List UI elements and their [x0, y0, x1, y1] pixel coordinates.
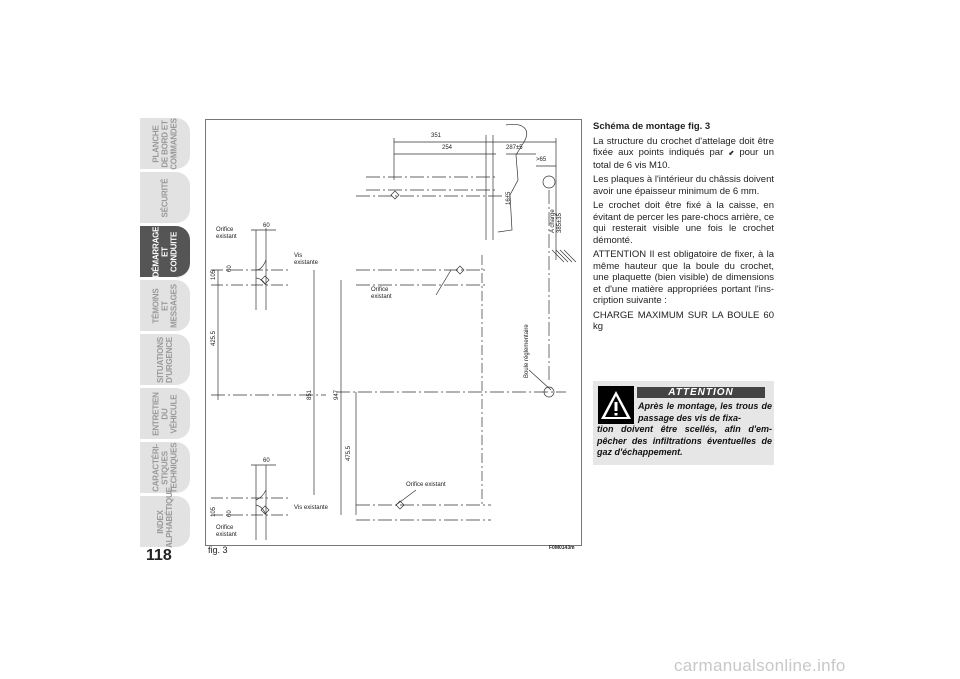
- dim-16: 16±5: [506, 191, 512, 205]
- paragraph-1: La structure du crochet d'attelage doit …: [593, 135, 775, 171]
- label-boule: Boule réglementaire: [524, 324, 530, 378]
- warning-heading: ATTENTION: [637, 387, 765, 398]
- paragraph-3: Le crochet doit être fixé à la caisse, e…: [593, 200, 774, 246]
- watermark: carmanualsonline.info: [674, 656, 846, 675]
- dim-475: 475.5: [346, 445, 352, 461]
- mounting-diagram: 351 254 287±5 >65 16±5 60 60 105 425.5 8…: [205, 119, 582, 546]
- dim-60-bottom-v: 60: [227, 510, 233, 517]
- figure-caption: fig. 3: [208, 545, 228, 555]
- tab-caracteristiques[interactable]: CARACTÉRI- STIQUES TECHNIQUES: [140, 442, 190, 494]
- paragraph-2: Les plaques à l'intérieur du châssis doi…: [593, 174, 774, 197]
- dim-254: 254: [442, 145, 453, 151]
- figure-code: F0M0143m: [549, 545, 575, 551]
- tab-demarrage[interactable]: DÉMARRAGE ET CONDUITE: [140, 226, 190, 278]
- tab-securite[interactable]: SÉCURITÉ: [140, 172, 190, 224]
- paragraph-4: ATTENTION Il est obligatoire de fixer, à…: [593, 249, 774, 306]
- warning-triangle-icon: [598, 386, 634, 424]
- dim-351: 351: [431, 133, 442, 139]
- dim-65: >65: [536, 157, 547, 163]
- tab-planche-de-bord[interactable]: PLANCHE DE BORD ET COMMANDES: [140, 118, 190, 170]
- label-vis-bottom: Vis existante: [294, 505, 328, 511]
- warning-text: Après le montage, les trous de passage d…: [597, 401, 772, 457]
- paragraph-5: CHARGE MAXIMUM SUR LA BOULE 60 kg: [593, 309, 774, 333]
- dim-947: 947: [334, 389, 340, 400]
- side-tabs: PLANCHE DE BORD ET COMMANDES SÉCURITÉ DÉ…: [140, 118, 190, 548]
- tab-index[interactable]: INDEX ALPHABÉTIQUE: [140, 487, 190, 548]
- dim-60-top: 60: [263, 223, 270, 229]
- label-orifice-bottom: Orifice existant: [216, 525, 237, 538]
- page-number: 118: [146, 547, 172, 564]
- dim-60-bottom: 60: [263, 458, 270, 464]
- label-orifice-bottom-right: Orifice existant: [406, 482, 446, 488]
- dim-425: 425.5: [211, 330, 217, 346]
- label-orifice-mid: Orifice existant: [371, 287, 392, 300]
- label-orifice-top: Orifice existant: [216, 227, 237, 240]
- tab-situations[interactable]: SITUATIONS D'URGENCE: [140, 334, 190, 386]
- label-vis-top: Vis existante: [294, 253, 319, 266]
- section-title: Schéma de montage fig. 3: [593, 121, 711, 132]
- bolt-marker-icon: ⬋: [728, 150, 735, 157]
- dim-60-top-v: 60: [227, 265, 233, 272]
- dim-105-top: 105: [211, 269, 217, 280]
- text-column: Schéma de montage fig. 3 La structure du…: [593, 121, 774, 336]
- dim-851: 851: [307, 389, 313, 400]
- diagram-drawing: [211, 124, 577, 540]
- dim-287: 287±5: [506, 145, 523, 151]
- warning-box: ATTENTION Après le montage, les trous de…: [593, 381, 774, 465]
- dim-105-bottom: 105: [211, 506, 217, 517]
- label-a-charge: A charge 385±35: [550, 209, 563, 233]
- tab-temoins[interactable]: TÉMOINS ET MESSAGES: [140, 280, 190, 332]
- tab-entretien[interactable]: ENTRETIEN DU VÉHICULE: [140, 388, 190, 440]
